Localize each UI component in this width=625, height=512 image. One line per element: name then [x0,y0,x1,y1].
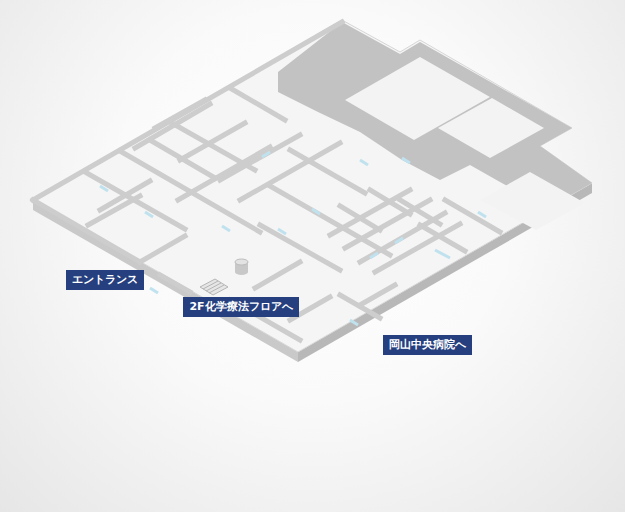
place-label: エントランス [66,270,144,290]
walls [33,22,500,340]
floor [33,20,592,352]
column [235,259,248,275]
label-text: 岡山中央病院へ [389,338,466,351]
roof-area [278,22,592,208]
label-text: 2F化学療法フロアへ [189,300,292,313]
place-label: 2F化学療法フロアへ [183,297,299,317]
courtyard [438,98,544,158]
place-label: 岡山中央病院へ [383,335,472,355]
label-text: エントランス [72,273,138,286]
stairs [200,279,228,295]
courtyard [480,172,585,230]
glass [100,152,486,325]
